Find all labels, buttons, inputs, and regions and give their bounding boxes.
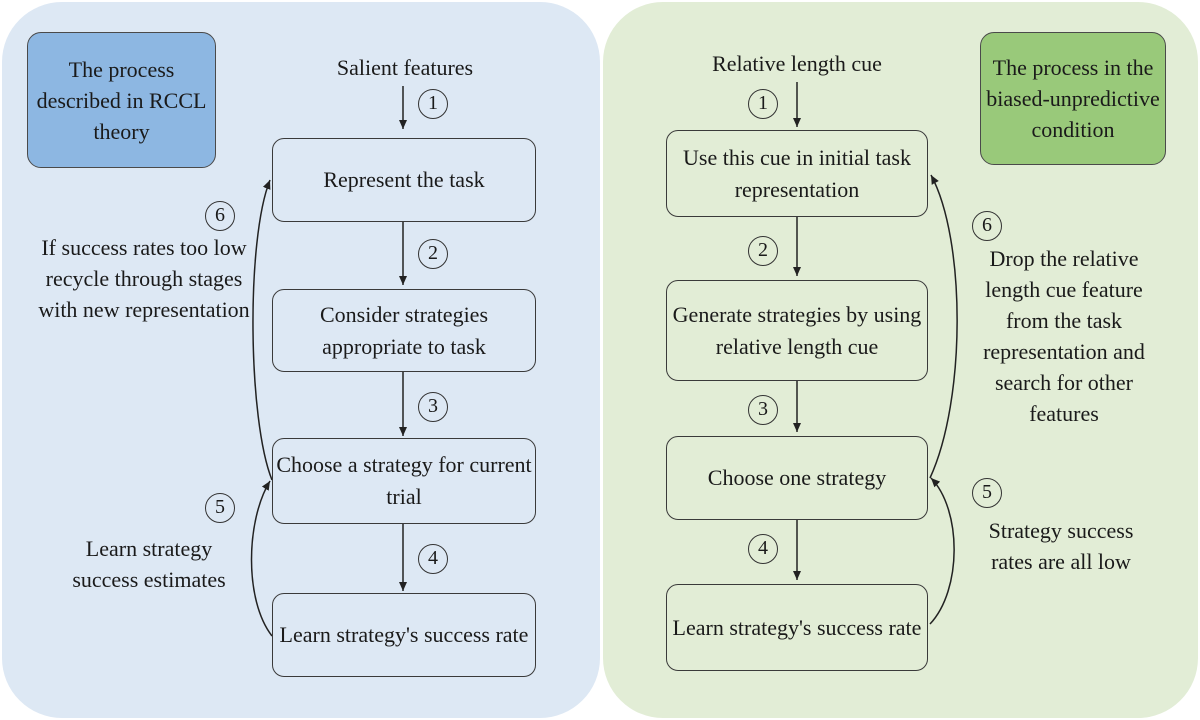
right-step-6-circle: 6: [972, 211, 1002, 241]
left-box-2-text: Consider strategies appropriate to task: [319, 301, 489, 359]
right-step-4-circle: 4: [748, 534, 778, 564]
left-step-4-circle: 4: [418, 544, 448, 574]
left-box-1-text: Represent the task: [323, 167, 485, 192]
right-step-1-circle: 1: [748, 89, 778, 119]
right-step-5-circle: 5: [972, 478, 1002, 508]
right-box-use-cue: Use this cue in initial task representat…: [666, 130, 928, 217]
right-box-generate-strategies: Generate strategies by using relative le…: [666, 280, 928, 381]
right-box-4-text: Learn strategy's success rate: [672, 614, 922, 640]
left-loop-6: [252, 179, 273, 481]
left-box-consider-strategies: Consider strategies appropriate to task: [272, 289, 536, 372]
right-loop-6-text: Drop the relative length cue feature fro…: [983, 246, 1145, 426]
left-step-1-circle: 1: [418, 89, 448, 119]
left-loop-6-text: If success rates too low recycle through…: [38, 235, 250, 322]
left-step-6-circle: 6: [205, 201, 235, 231]
left-step-2-circle: 2: [418, 239, 448, 269]
left-box-3-text: Choose a strategy for current trial: [276, 452, 532, 509]
left-step-5-circle: 5: [205, 493, 235, 523]
left-box-choose-strategy: Choose a strategy for current trial: [272, 438, 536, 524]
right-box-learn-success: Learn strategy's success rate: [666, 584, 928, 671]
right-loop-5-text: Strategy success rates are all low: [988, 518, 1134, 574]
right-box-3-text: Choose one strategy: [707, 465, 887, 490]
right-box-choose-one: Choose one strategy: [666, 436, 928, 520]
left-box-4-text: Learn strategy's success rate: [279, 622, 529, 647]
left-loop-5: [250, 480, 273, 637]
right-box-1-text: Use this cue in initial task representat…: [683, 144, 911, 202]
right-title-box: The process in the biased-unpredictive c…: [980, 32, 1166, 165]
right-loop-6: [929, 174, 958, 479]
right-step-3-circle: 3: [748, 395, 778, 425]
right-input-label: Relative length cue: [712, 51, 882, 76]
left-box-learn-success: Learn strategy's success rate: [272, 593, 536, 677]
left-title: The process described in RCCL theory: [36, 56, 207, 144]
left-input-label: Salient features: [336, 55, 474, 80]
left-step-3-circle: 3: [418, 392, 448, 422]
right-title: The process in the biased-unpredictive c…: [986, 55, 1160, 142]
right-step-2-circle: 2: [748, 236, 778, 266]
left-title-box: The process described in RCCL theory: [27, 32, 216, 168]
left-loop-5-text: Learn strategy success estimates: [72, 536, 226, 592]
right-box-2-text: Generate strategies by using relative le…: [672, 301, 922, 359]
left-box-represent-task: Represent the task: [272, 138, 536, 222]
right-loop-5: [929, 477, 955, 625]
